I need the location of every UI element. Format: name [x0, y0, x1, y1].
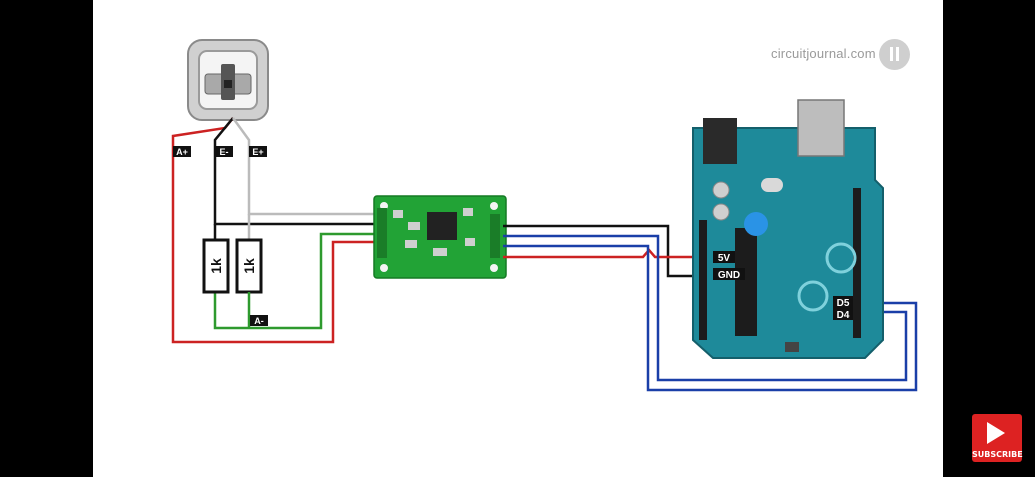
a-plus-label: A+ — [176, 147, 188, 157]
wire-label-e-plus: E+ — [249, 146, 267, 157]
diagram-canvas: 1k 1k A+ E- E+ A- — [93, 0, 943, 477]
wire-label-a-plus: A+ — [173, 146, 191, 157]
play-icon — [987, 422, 1005, 444]
pin-label-d4: D4 — [833, 308, 853, 321]
five-v-label: 5V — [718, 253, 731, 264]
wire-label-e-minus: E- — [215, 146, 233, 157]
gnd-label: GND — [718, 270, 740, 281]
resistor-1-label: 1k — [208, 258, 224, 274]
d5-label: D5 — [837, 298, 850, 309]
pin-label-gnd: GND — [713, 268, 745, 281]
hx711-board — [373, 195, 507, 279]
resistor-2-label: 1k — [241, 258, 257, 274]
arduino-uno-board — [692, 99, 884, 359]
wire-label-a-minus: A- — [250, 315, 268, 326]
load-cell — [187, 39, 269, 121]
load-cell-wires — [171, 117, 375, 344]
signal-wires — [503, 224, 918, 392]
resistor-2 — [235, 214, 263, 328]
pin-label-5v: 5V — [713, 251, 735, 264]
subscribe-label: SUBSCRIBE — [972, 450, 1023, 459]
circuitjournal-logo-icon — [879, 39, 910, 70]
subscribe-button[interactable]: SUBSCRIBE — [972, 414, 1023, 462]
watermark-text: circuitjournal.com — [771, 46, 876, 61]
a-minus-label: A- — [254, 316, 264, 326]
e-minus-label: E- — [220, 147, 229, 157]
d4-label: D4 — [837, 310, 850, 321]
e-plus-label: E+ — [252, 147, 263, 157]
wiring-diagram: 1k 1k A+ E- E+ A- — [171, 39, 918, 392]
pin-label-d5: D5 — [833, 296, 853, 309]
resistor-1 — [202, 224, 230, 294]
